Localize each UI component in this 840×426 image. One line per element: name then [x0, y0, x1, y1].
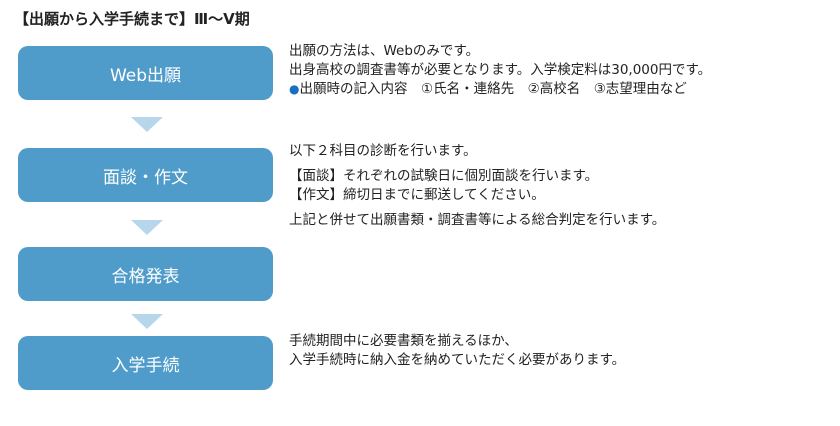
description-line: 手続期間中に必要書類を揃えるほか、 — [289, 333, 518, 349]
step-interview-essay-description: 以下２科目の診断を行います。 【面談】それぞれの試験日に個別面談を行います。 【… — [289, 142, 665, 230]
description-line: 出身高校の調査書等が必要となります。入学検定料は30,000円です。 — [289, 62, 712, 78]
description-bullet-line: ●出願時の記入内容 ①氏名・連絡先 ②高校名 ③志望理由など — [289, 80, 711, 99]
step-label: 面談・作文 — [103, 167, 188, 188]
step-web-application: Web出願 — [18, 46, 273, 100]
step-result-announcement: 合格発表 — [18, 247, 273, 301]
description-line: 以下２科目の診断を行います。 — [289, 143, 477, 159]
step-interview-essay: 面談・作文 — [18, 148, 273, 202]
description-line: 【面談】それぞれの試験日に個別面談を行います。 — [289, 168, 599, 184]
down-arrow-icon — [131, 314, 163, 329]
down-arrow-icon — [131, 117, 163, 132]
description-line: 上記と併せて出願書類・調査書等による総合判定を行います。 — [289, 212, 666, 228]
description-line: 出願時の記入内容 ①氏名・連絡先 ②高校名 ③志望理由など — [299, 81, 687, 97]
description-line: 入学手続時に納入金を納めていただく必要があります。 — [289, 352, 626, 368]
bullet-icon: ● — [289, 82, 300, 96]
step-label: 合格発表 — [111, 266, 180, 287]
description-line: 【作文】締切日までに郵送してください。 — [289, 187, 545, 203]
description-line: 出願の方法は、Webのみです。 — [289, 43, 480, 59]
step-enrollment-procedure: 入学手続 — [18, 336, 273, 390]
page-title: 【出願から入学手続まで】Ⅲ～Ⅴ期 — [14, 10, 250, 28]
step-enrollment-procedure-description: 手続期間中に必要書類を揃えるほか、 入学手続時に納入金を納めていただく必要があり… — [289, 332, 625, 370]
down-arrow-icon — [131, 220, 163, 235]
step-web-application-description: 出願の方法は、Webのみです。 出身高校の調査書等が必要となります。入学検定料は… — [289, 42, 711, 99]
step-label: Web出願 — [109, 65, 182, 86]
step-label: 入学手続 — [111, 355, 180, 376]
